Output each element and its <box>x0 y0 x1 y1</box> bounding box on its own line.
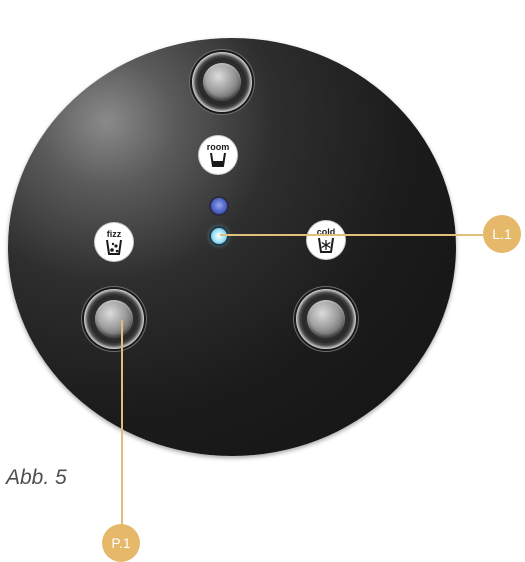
snowflake-icon <box>321 240 331 250</box>
callout-push-button-marker: P.1 <box>102 524 140 562</box>
push-button-fizz[interactable] <box>84 289 144 349</box>
fizz-label: fizz <box>107 229 122 239</box>
callout-led-marker: L.1 <box>483 215 521 253</box>
control-panel: room fizz cold <box>8 38 456 456</box>
room-water-icon: room <box>199 136 237 174</box>
figure-caption: Abb. 5 <box>6 466 67 489</box>
push-button-room[interactable] <box>192 52 252 112</box>
cold-label: cold <box>317 227 336 237</box>
push-button-cold[interactable] <box>296 289 356 349</box>
led-upper <box>211 198 227 214</box>
room-label: room <box>207 142 230 152</box>
cold-water-icon: cold <box>307 221 345 259</box>
fizz-water-icon: fizz <box>95 223 133 261</box>
callout-line-led <box>220 234 490 236</box>
led-lower <box>211 228 227 244</box>
callout-line-push-button <box>121 320 123 528</box>
